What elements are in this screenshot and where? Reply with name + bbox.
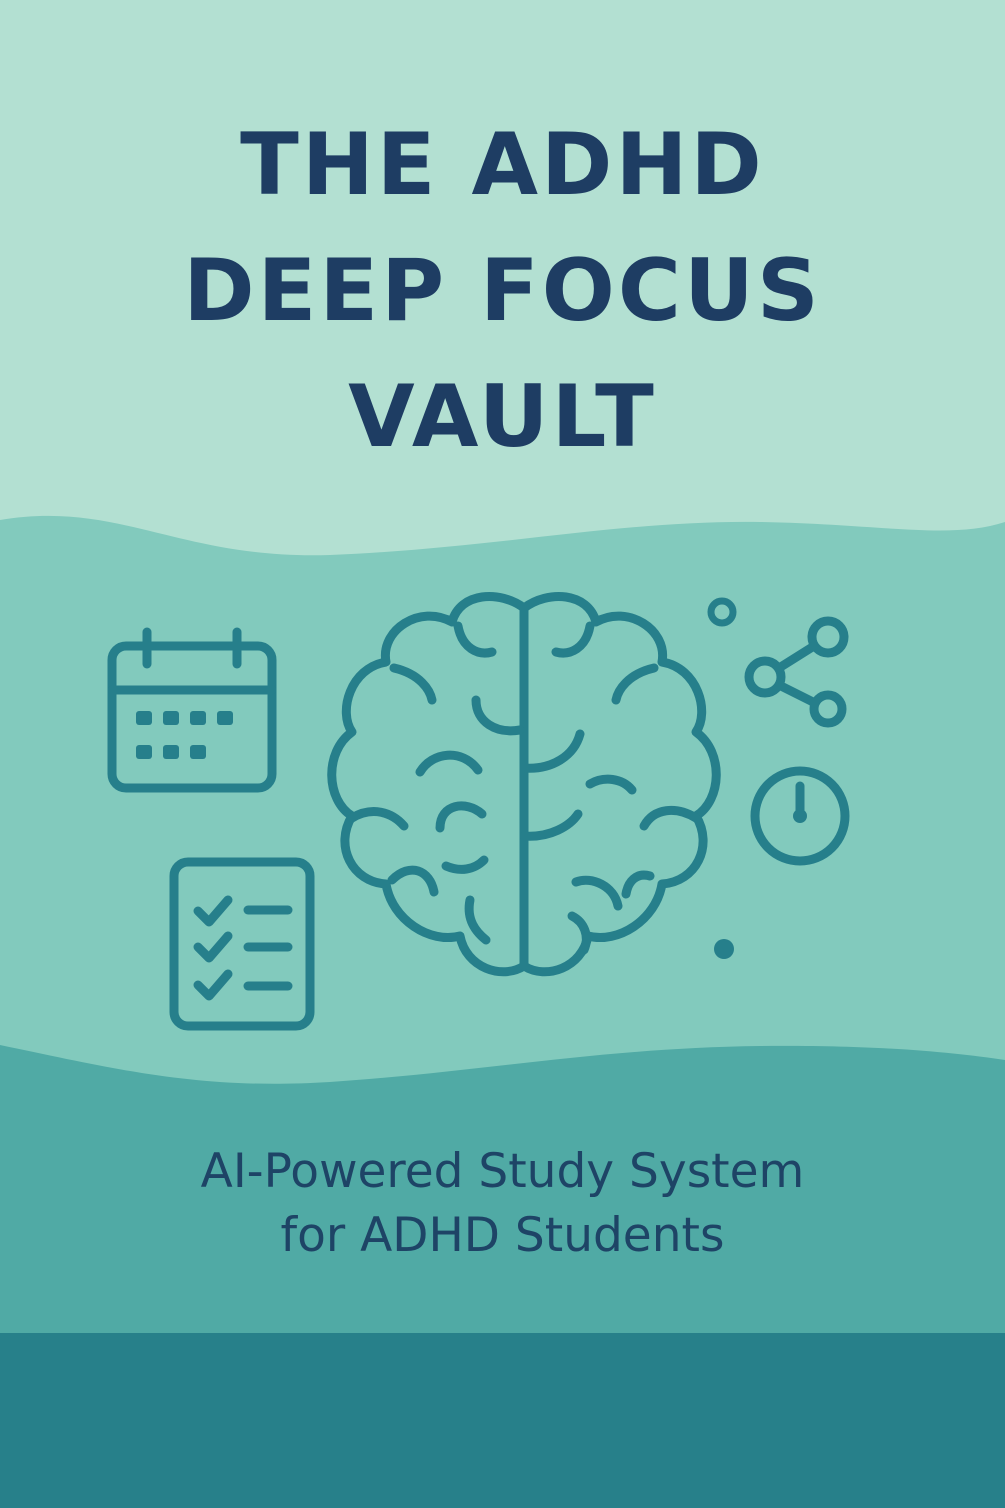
book-subtitle: AI-Powered Study System for ADHD Student… — [0, 1140, 1005, 1268]
decorative-dot-icon — [714, 939, 734, 959]
calendar-icon — [107, 627, 277, 793]
share-icon — [744, 616, 849, 728]
bottom-band — [0, 1333, 1005, 1508]
brain-icon — [327, 592, 721, 977]
title-line-1: THE ADHD — [240, 115, 765, 215]
timer-icon — [750, 766, 850, 866]
book-title: THE ADHD DEEP FOCUS VAULT — [0, 102, 1005, 480]
checklist-icon — [169, 857, 315, 1031]
subtitle-line-2: for ADHD Students — [280, 1208, 725, 1263]
title-line-2: DEEP FOCUS — [183, 241, 822, 341]
title-line-3: VAULT — [348, 367, 657, 467]
decorative-ring-icon — [707, 597, 737, 627]
subtitle-line-1: AI-Powered Study System — [200, 1144, 805, 1199]
